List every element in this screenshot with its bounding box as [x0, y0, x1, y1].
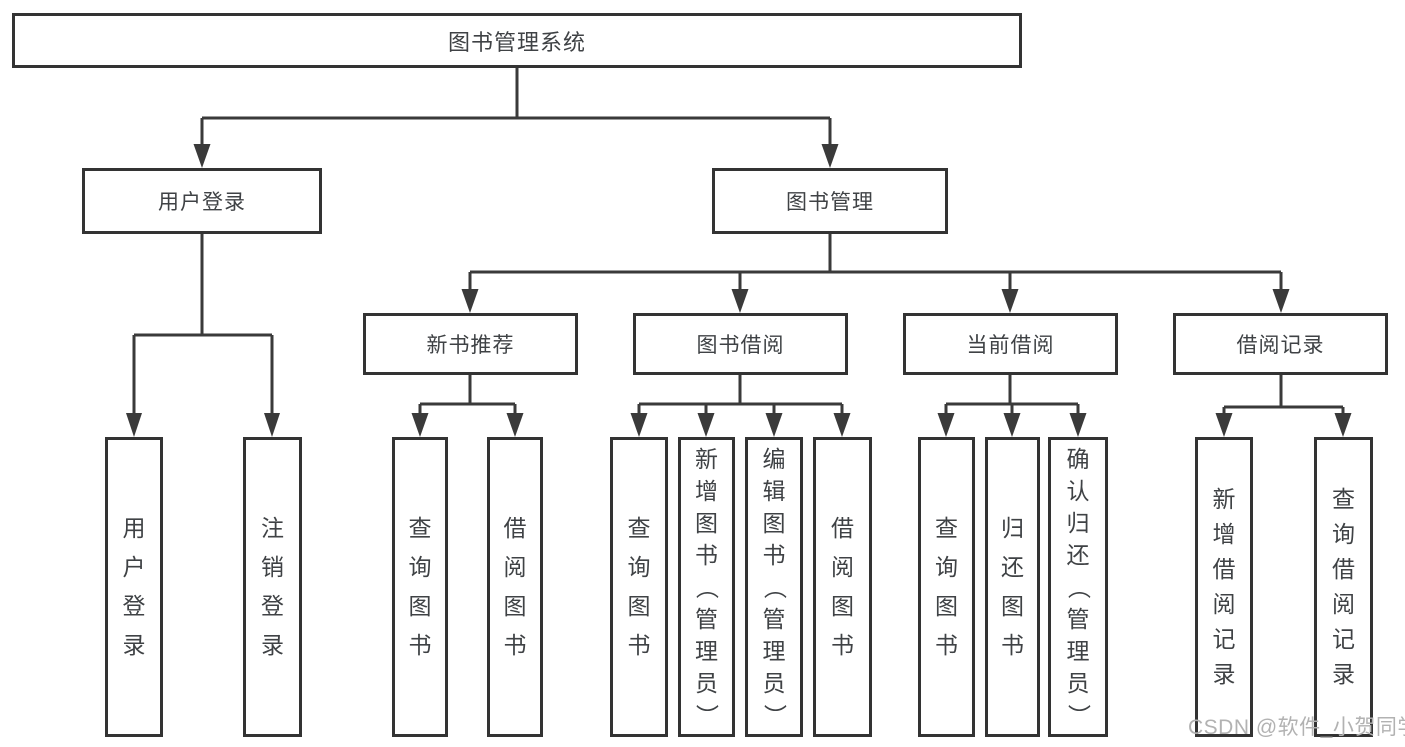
connector-book-management-to-modules [461, 234, 1290, 313]
node-leaf-newbook-query: 查询图书 [392, 437, 448, 737]
node-leaf-current-confirm: 确认归还（管理员） [1048, 437, 1108, 737]
node-leaf-newbook-borrow: 借阅图书 [487, 437, 543, 737]
node-new-book-recommend: 新书推荐 [363, 313, 578, 375]
watermark: CSDN @软件_小贺同学 [1188, 716, 1405, 739]
node-current-borrow-label: 当前借阅 [966, 334, 1055, 357]
node-book-borrow-label: 图书借阅 [696, 334, 785, 357]
connector-book-borrow-to-leaves [630, 375, 851, 437]
connector-current-borrow-to-leaves [937, 375, 1087, 437]
node-borrow-records: 借阅记录 [1173, 313, 1388, 375]
node-leaf-user-login: 用户登录 [105, 437, 163, 737]
node-user-login-label: 用户登录 [158, 191, 246, 214]
node-leaf-current-query: 查询图书 [918, 437, 975, 737]
node-user-login: 用户登录 [82, 168, 322, 234]
node-leaf-logout: 注销登录 [243, 437, 302, 737]
node-leaf-current-return: 归还图书 [985, 437, 1040, 737]
node-new-book-recommend-label: 新书推荐 [426, 334, 515, 357]
node-leaf-borrow-add: 新增图书（管理员） [678, 437, 735, 737]
connector-root-to-level2 [193, 68, 839, 168]
connector-borrow-records-to-leaves [1215, 375, 1352, 437]
connector-new-book-to-leaves [411, 375, 524, 437]
node-leaf-records-query: 查询借阅记录 [1314, 437, 1373, 737]
node-root: 图书管理系统 [12, 13, 1022, 68]
node-borrow-records-label: 借阅记录 [1236, 334, 1325, 357]
node-book-management-label: 图书管理 [786, 191, 874, 214]
node-leaf-borrow-edit: 编辑图书（管理员） [745, 437, 803, 737]
node-book-management: 图书管理 [712, 168, 948, 234]
node-leaf-borrow-query: 查询图书 [610, 437, 668, 737]
node-current-borrow: 当前借阅 [903, 313, 1118, 375]
node-leaf-records-add: 新增借阅记录 [1195, 437, 1253, 737]
node-leaf-borrow-borrow: 借阅图书 [813, 437, 872, 737]
node-root-label: 图书管理系统 [447, 29, 586, 55]
node-book-borrow: 图书借阅 [633, 313, 848, 375]
connector-user-login-to-leaves [126, 234, 280, 437]
